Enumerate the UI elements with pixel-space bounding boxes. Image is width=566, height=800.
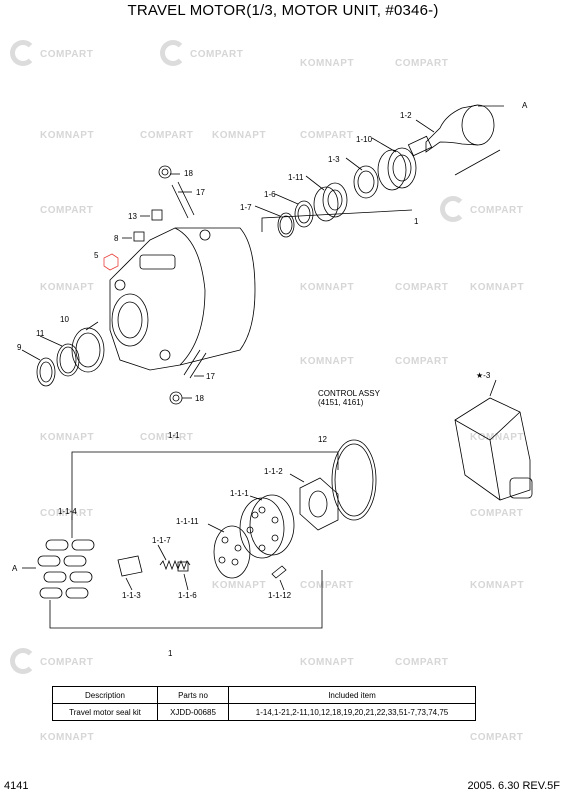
label-1-1-12: 1-1-12 (268, 591, 292, 600)
part-bearing-1-11 (313, 182, 348, 222)
label-5: 5 (94, 251, 99, 260)
part-ring-1-6 (294, 200, 314, 228)
part-ring-10 (71, 327, 105, 373)
label-18-bottom: 18 (195, 394, 204, 403)
label-17-bottom: 17 (206, 372, 215, 381)
part-nut-18-bottom (169, 391, 183, 405)
page-title: TRAVEL MOTOR(1/3, MOTOR UNIT, #0346-) (127, 2, 439, 19)
table-header-parts-no: Parts no (157, 686, 229, 704)
label-1-1-7: 1-1-7 (152, 536, 171, 545)
table-cell-included-item: 1-14,1-21,2-11,10,12,18,19,20,21,22,33,5… (228, 703, 476, 721)
label-1-2: 1-2 (400, 111, 412, 120)
part-shaft-1-2 (407, 104, 501, 176)
part-ring-1-3 (353, 165, 379, 199)
label-1-6: 1-6 (264, 190, 276, 199)
part-cylinder-block-1-1-1 (239, 494, 295, 559)
label-9: 9 (17, 343, 22, 352)
part-1-1-3 (117, 555, 143, 577)
table-header-included-item: Included item (228, 686, 476, 704)
label-1-1-2: 1-1-2 (264, 467, 283, 476)
part-o-ring-12 (331, 439, 377, 521)
table-cell-description: Travel motor seal kit (52, 703, 158, 721)
part-control-assy (454, 397, 533, 501)
label-10: 10 (60, 315, 69, 324)
label-18-top: 18 (184, 169, 193, 178)
bracket-line-1 (261, 209, 413, 232)
label-A-left: A (12, 564, 18, 573)
part-ring-9 (36, 357, 56, 387)
revision-date: 2005. 6.30 REV.5F (467, 780, 560, 792)
label-1-1-6: 1-1-6 (178, 591, 197, 600)
label-1-1-11: 1-1-11 (176, 517, 199, 526)
page-number: 4141 (4, 780, 29, 792)
part-ring-1-7 (277, 212, 295, 238)
part-plug-13 (151, 209, 163, 221)
label-1-7: 1-7 (240, 203, 252, 212)
part-nut-18-top (158, 165, 172, 179)
bracket-line-1-bottom (49, 570, 323, 629)
part-ring-11 (56, 343, 80, 377)
label-8: 8 (114, 234, 119, 243)
label-1-1-3: 1-1-3 (122, 591, 141, 600)
label-11: 11 (36, 329, 45, 338)
label-1-1-1: 1-1-1 (230, 489, 249, 498)
part-motor-housing (109, 227, 256, 371)
label-12: 12 (318, 435, 327, 444)
label-star-3: ★-3 (476, 371, 491, 380)
table-row: Travel motor seal kit XJDD-00685 1-14,1-… (52, 703, 476, 721)
label-1-1: 1-1 (168, 431, 180, 440)
label-1-3: 1-3 (328, 155, 340, 164)
part-5-highlight (103, 253, 119, 271)
label-1: 1 (414, 217, 419, 226)
part-plate-1-1-2 (299, 477, 339, 531)
label-1-1-4: 1-1-4 (58, 507, 77, 516)
label-A-top: A (522, 101, 528, 110)
label-1-11: 1-11 (288, 173, 304, 182)
seal-kit-table: Description Parts no Included item Trave… (52, 686, 476, 721)
table-cell-parts-no: XJDD-00685 (157, 703, 229, 721)
part-stud-17-bottom (183, 349, 207, 379)
label-1-bottom: 1 (168, 649, 173, 658)
label-control-assy-models: (4151, 4161) (318, 398, 364, 407)
label-1-10: 1-10 (356, 135, 373, 144)
label-13: 13 (128, 212, 137, 221)
part-plug-8 (133, 231, 145, 242)
part-spring-1-1-7 (159, 559, 191, 571)
part-bearing-1-10 (377, 147, 417, 191)
part-stud-17-top (171, 181, 195, 219)
part-pin-1-1-12 (271, 565, 287, 579)
label-control-assy: CONTROL ASSY (318, 389, 381, 398)
part-retainer-1-1-11 (213, 525, 251, 579)
label-17-top: 17 (196, 188, 205, 197)
part-1-1-6 (177, 561, 189, 572)
bracket-line-1-1 (71, 451, 339, 520)
part-pistons-1-1-4 (37, 539, 95, 599)
table-header-description: Description (52, 686, 158, 704)
table-header-row: Description Parts no Included item (52, 686, 476, 704)
